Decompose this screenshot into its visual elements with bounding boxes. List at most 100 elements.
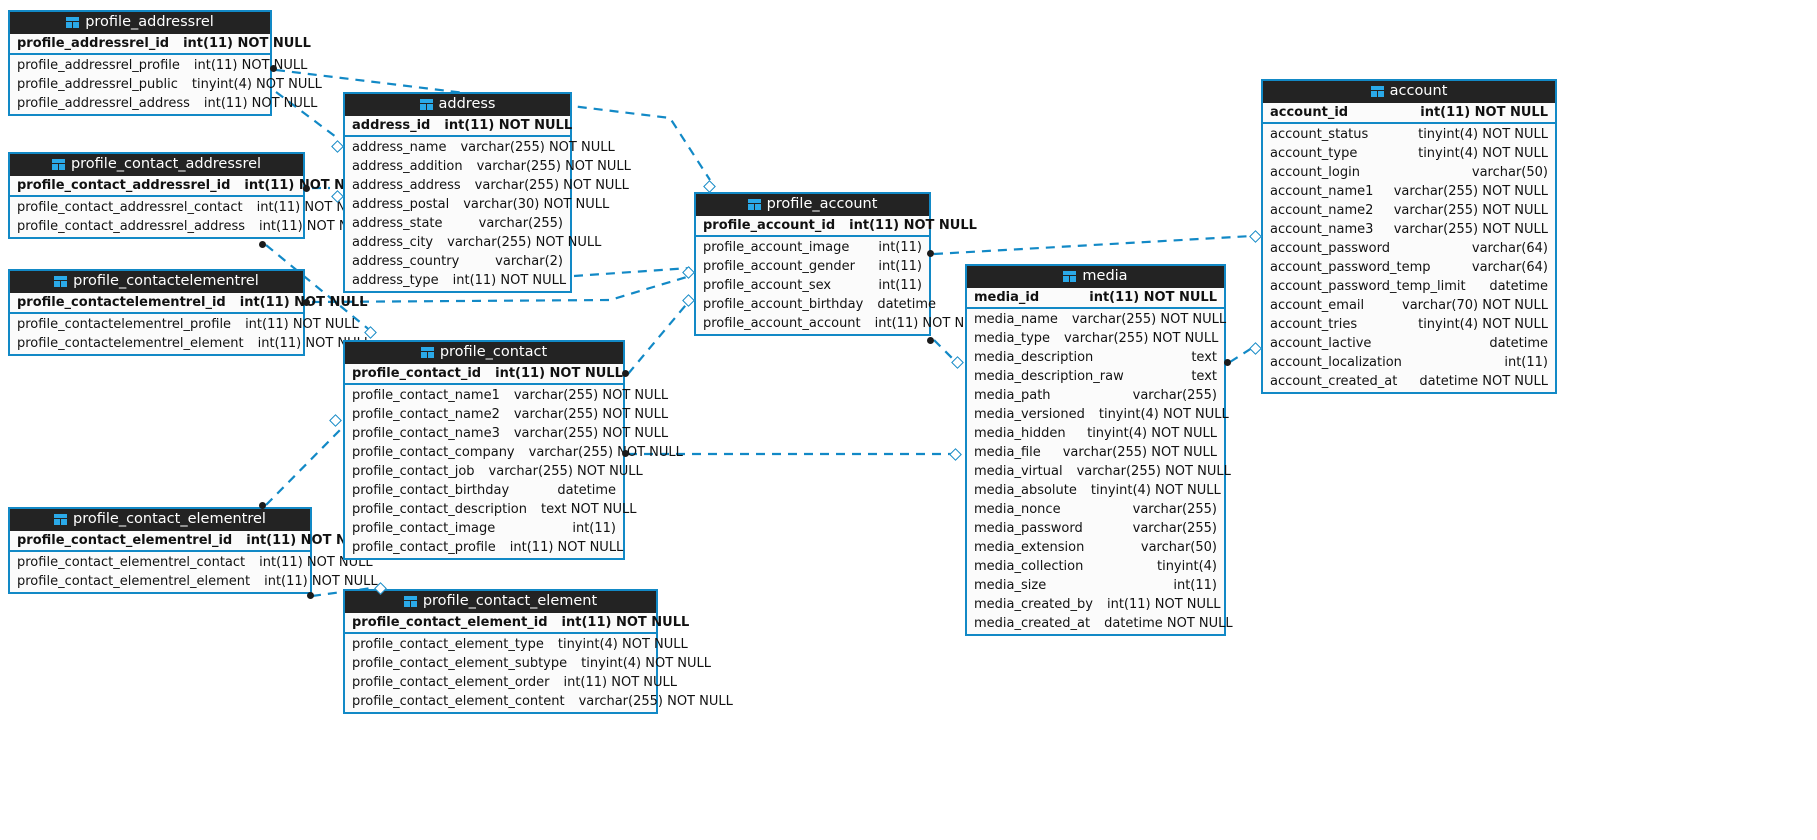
table-header-account[interactable]: account [1263,81,1555,103]
table-header-profile_contactelementrel[interactable]: profile_contactelementrel [10,271,303,293]
table-header-profile_addressrel[interactable]: profile_addressrel [10,12,270,34]
table-header-media[interactable]: media [967,266,1224,288]
edge-address-account [573,266,691,278]
table-header-profile_contact_addressrel[interactable]: profile_contact_addressrel [10,154,303,176]
table-header-profile_account[interactable]: profile_account [696,194,929,216]
table-header-address[interactable]: address [345,94,570,116]
edge-media-account [1229,347,1253,363]
column-name: account_id [1270,104,1349,120]
table-header-profile_contact_elementrel[interactable]: profile_contact_elementrel [10,509,310,531]
table-header-profile_contact[interactable]: profile_contact [345,342,623,364]
table-header-profile_contact_element[interactable]: profile_contact_element [345,591,656,613]
